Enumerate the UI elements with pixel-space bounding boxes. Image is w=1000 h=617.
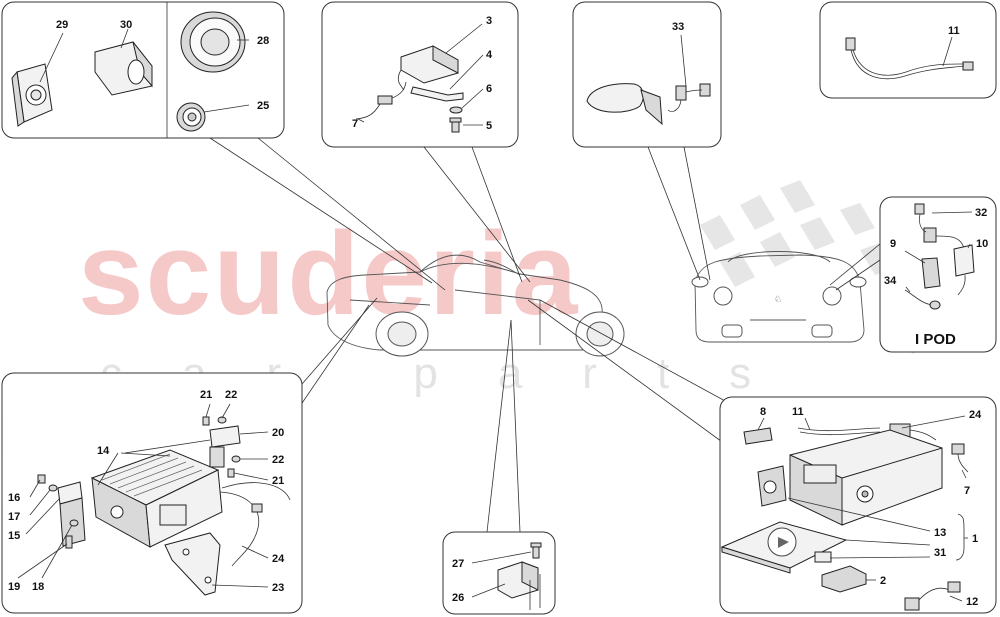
callout-27: 27 [452,558,464,570]
callout-7a: 7 [352,118,358,130]
car-rear-view: ♘ [691,251,867,343]
callout-8: 8 [760,406,766,418]
faceplate-13 [757,465,787,507]
ipod-label: I POD [915,331,956,348]
callout-14: 14 [97,445,110,457]
callout-24a: 24 [272,553,285,565]
callout-26: 26 [452,592,464,604]
ipod-module-10 [953,244,975,296]
antenna-cable-7 [355,81,407,120]
cable-panel [819,1,997,99]
remote-8 [743,427,773,445]
leader-lines [209,137,881,533]
screw-21a [202,416,210,426]
callout-21a: 21 [200,389,212,401]
amplifier-14 [90,449,223,548]
car-side-view [326,254,625,357]
callout-11a: 11 [948,25,960,37]
callout-2: 2 [880,575,886,587]
ipod-cable-32 [914,203,965,249]
car-emblem: ♘ [774,294,782,304]
callout-18: 18 [32,581,44,593]
callout-12: 12 [966,596,978,608]
callout-7b: 7 [964,485,970,497]
antenna-bracket-4 [410,86,464,102]
speaker-woofer-28 [180,11,246,73]
callout-23: 23 [272,582,284,594]
callout-30: 30 [120,19,132,31]
callout-21b: 21 [272,475,284,487]
callout-34: 34 [884,275,897,287]
callout-22a: 22 [225,389,237,401]
callout-3: 3 [486,15,492,27]
callout-11b: 11 [792,406,804,418]
connector-7b [951,443,969,473]
washer-22b [231,455,241,463]
module-26 [497,561,541,610]
washer-17 [48,484,58,492]
ipod-clip-34 [904,289,941,310]
cable-11 [845,37,974,79]
callout-17: 17 [8,511,20,523]
cable-12 [904,581,961,611]
mirror-33 [586,83,711,126]
callout-15: 15 [8,530,20,542]
callout-4: 4 [486,49,493,61]
ipod-pad-9 [921,257,941,289]
antenna-washer-6 [449,106,463,114]
remote-2 [821,565,867,593]
screw-19 [65,535,73,549]
callout-13: 13 [934,527,946,539]
antenna-module-3 [397,45,459,91]
callout-1: 1 [972,533,978,545]
callout-32: 32 [975,207,987,219]
callout-24b: 24 [969,409,982,421]
callout-6: 6 [486,83,492,95]
cable-11b [797,427,881,436]
cable-24a [219,482,291,567]
callout-31: 31 [934,547,946,559]
speaker-tweeter-25 [176,102,206,132]
callout-25: 25 [257,100,269,112]
speaker-bracket-29 [11,63,53,127]
manual-31 [720,521,848,574]
callout-9: 9 [890,238,896,250]
callout-20: 20 [272,427,284,439]
screw-27 [530,542,542,559]
washer-22a [217,416,227,424]
bracket-23 [164,532,221,596]
callout-10: 10 [976,238,988,250]
washer-18 [69,519,79,527]
callout-19: 19 [8,581,20,593]
speaker-housing-30 [94,41,153,96]
callout-29: 29 [56,19,68,31]
screw-16 [37,474,46,484]
callout-33: 33 [672,21,684,33]
callout-22b: 22 [272,454,284,466]
mirror-panel [572,1,722,148]
callout-16: 16 [8,492,20,504]
screw-21b [227,468,235,478]
antenna-screw-5 [449,117,462,133]
amplifier-bracket-20 [209,425,241,468]
callout-5: 5 [486,120,492,132]
callout-28: 28 [257,35,269,47]
